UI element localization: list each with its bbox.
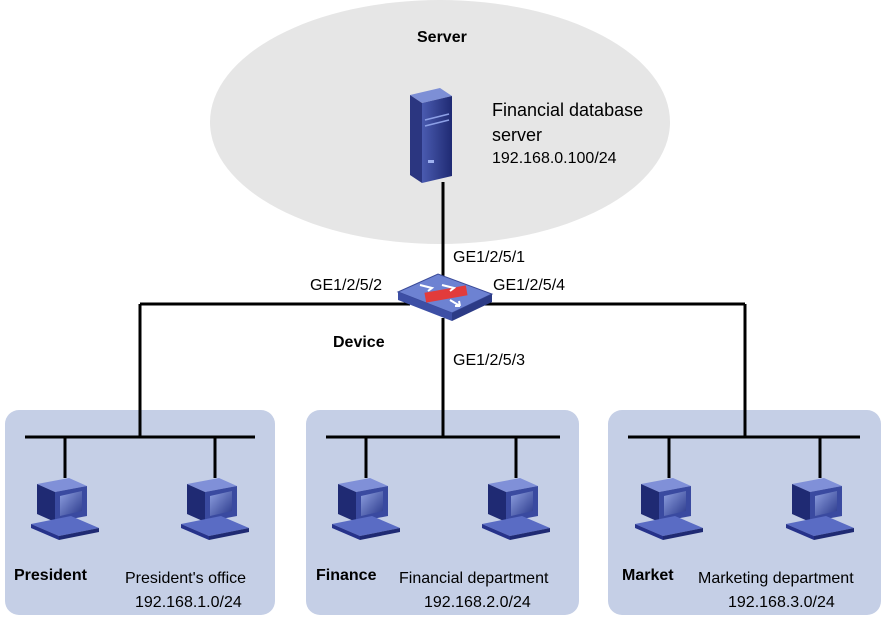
lan-panel-finance bbox=[306, 410, 579, 615]
pc-icon-market bbox=[635, 478, 703, 540]
dept-label-market: Marketing department bbox=[698, 570, 854, 587]
server-icon bbox=[410, 88, 452, 183]
pc-icon-marketing-department bbox=[786, 478, 854, 540]
host-label-finance: Finance bbox=[316, 567, 377, 584]
port-down-label: GE1/2/5/3 bbox=[453, 352, 526, 369]
port-right-label: GE1/2/5/4 bbox=[493, 277, 566, 294]
host-label-market: Market bbox=[622, 567, 674, 584]
pc-icon-financial-department bbox=[482, 478, 550, 540]
host-label-president: President bbox=[14, 567, 87, 584]
subnet-market: 192.168.3.0/24 bbox=[728, 594, 835, 611]
device-label: Device bbox=[333, 334, 385, 351]
server-ip: 192.168.0.100/24 bbox=[492, 150, 617, 167]
pc-icon-president bbox=[31, 478, 99, 540]
switch-icon bbox=[396, 273, 494, 321]
pc-icon-presidents-office bbox=[181, 478, 249, 540]
port-left-label: GE1/2/5/2 bbox=[310, 277, 383, 294]
server-name-line1: Financial database bbox=[492, 100, 644, 120]
dept-label-president: President's office bbox=[125, 570, 247, 587]
pc-icon-finance bbox=[332, 478, 400, 540]
pc-icons bbox=[31, 478, 854, 540]
port-up-label: GE1/2/5/1 bbox=[453, 249, 526, 266]
lan-panel-president bbox=[5, 410, 275, 615]
subnet-finance: 192.168.2.0/24 bbox=[424, 594, 531, 611]
server-zone-title: Server bbox=[417, 29, 467, 46]
lan-panel-market bbox=[608, 410, 881, 615]
links bbox=[25, 182, 860, 478]
server-name-line2: server bbox=[492, 125, 543, 145]
dept-label-finance: Financial department bbox=[399, 570, 549, 587]
subnet-president: 192.168.1.0/24 bbox=[135, 594, 242, 611]
